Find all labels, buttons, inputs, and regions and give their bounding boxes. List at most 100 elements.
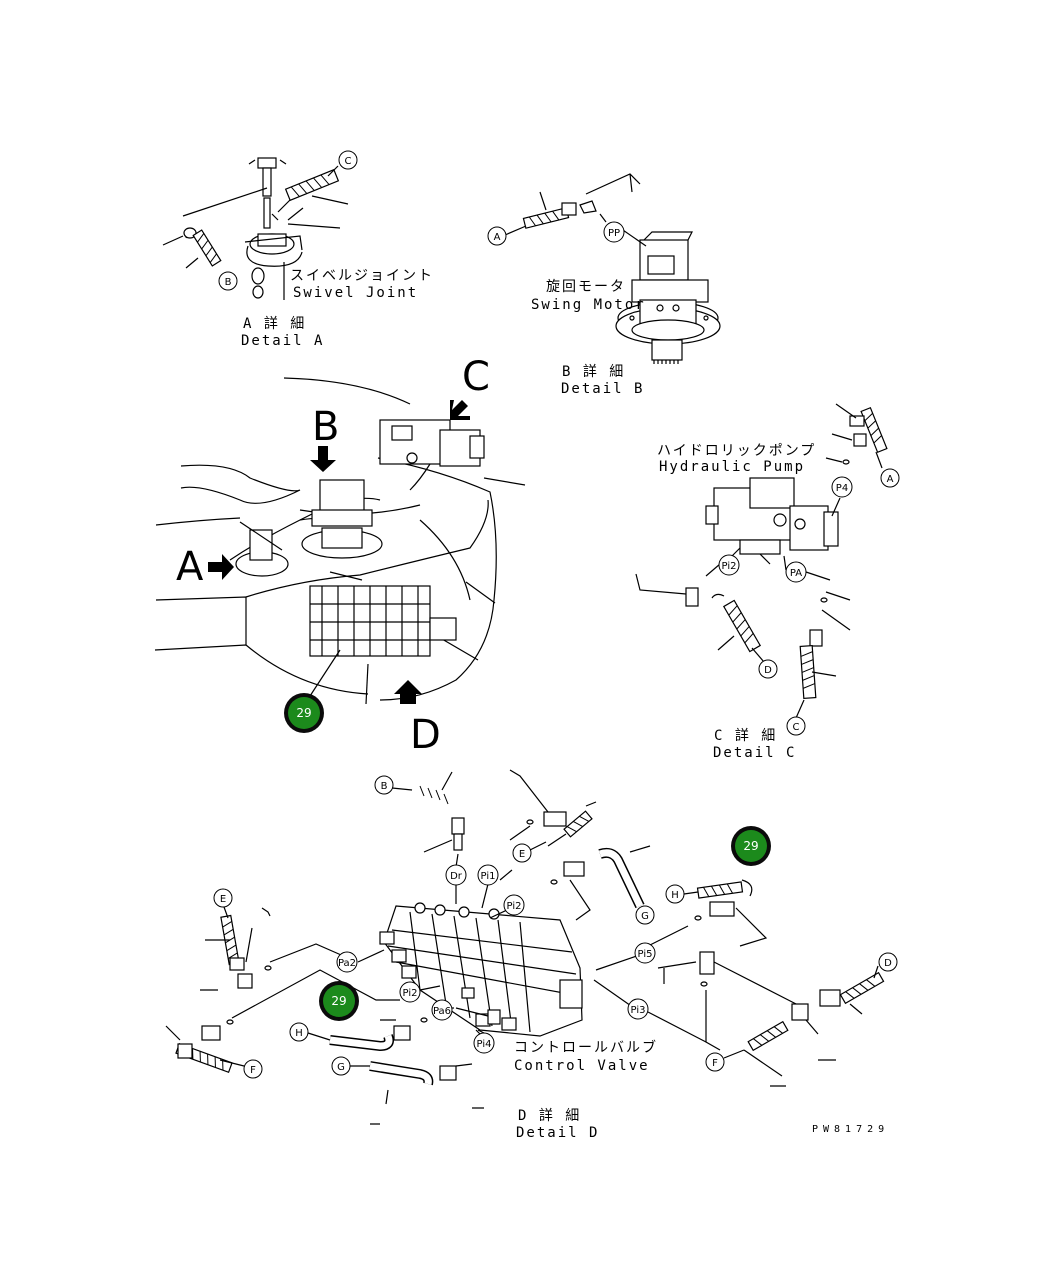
swing-motor-label-en: Swing Motor: [531, 297, 646, 313]
svg-text:A: A: [887, 474, 894, 485]
marker-29-main[interactable]: 29: [284, 693, 324, 733]
svg-text:F: F: [712, 1058, 718, 1069]
callout-c-c: C: [786, 699, 806, 736]
main-control-valve: [309, 571, 457, 657]
marker-29-left[interactable]: 29: [319, 981, 359, 1021]
detail-a-title-jp: A 詳 細: [243, 316, 306, 332]
view-arrow-b: [310, 446, 336, 472]
callout-d-h2: H: [289, 1022, 331, 1042]
detail-c-title-jp: C 詳 細: [714, 728, 777, 744]
callout-c-d: D: [751, 647, 778, 679]
svg-text:F: F: [250, 1065, 256, 1076]
svg-text:H: H: [671, 890, 679, 901]
swing-motor-drawing: [522, 173, 721, 364]
hydraulic-pump-label-en: Hydraulic Pump: [659, 459, 805, 475]
main-pump: [379, 419, 485, 491]
view-arrow-a: [208, 554, 234, 580]
swivel-joint-label-jp: スイベルジョイント: [290, 268, 434, 284]
svg-text:Pi2: Pi2: [403, 988, 418, 999]
detail-d-title-en: Detail D: [516, 1125, 599, 1141]
view-letter-b: B: [312, 404, 339, 450]
svg-text:C: C: [345, 156, 352, 167]
hydraulic-pump-label-jp: ハイドロリックポンプ: [657, 443, 816, 459]
svg-text:G: G: [337, 1062, 345, 1073]
callout-d-d: D: [873, 952, 898, 979]
detail-b-group: A PP 旋回モータ Swing Motor B 詳 細 Detail B: [487, 173, 721, 397]
callout-d-e: E: [512, 841, 547, 863]
svg-text:D: D: [764, 665, 772, 676]
control-valve-label-en: Control Valve: [514, 1058, 650, 1074]
svg-text:Pi2: Pi2: [722, 561, 737, 572]
svg-text:B: B: [381, 781, 388, 792]
svg-text:E: E: [220, 894, 226, 905]
detail-d-group: B E Dr Pi1 Pi2 G H: [165, 769, 898, 1141]
callout-d-pi2b: Pi2: [399, 981, 441, 1003]
callout-a-b: B: [218, 271, 238, 291]
callout-d-pa6: Pa6: [431, 999, 454, 1021]
drawing-number: PW81729: [812, 1124, 889, 1135]
svg-text:Pa6: Pa6: [433, 1006, 451, 1017]
svg-text:PP: PP: [608, 228, 620, 239]
callout-b-a: A: [487, 225, 527, 246]
callout-d-pi2: Pi2: [489, 894, 525, 919]
svg-text:Pi4: Pi4: [477, 1039, 492, 1050]
marker-29-right[interactable]: 29: [731, 826, 771, 866]
detail-c-title-en: Detail C: [713, 745, 796, 761]
control-valve-drawing: [165, 769, 885, 1125]
callout-d-f2: F: [705, 1049, 745, 1072]
svg-text:G: G: [641, 911, 649, 922]
view-letter-a: A: [176, 544, 204, 590]
callout-d-pi5: Pi5: [595, 942, 656, 971]
callout-d-f: F: [219, 1059, 263, 1079]
callout-d-pi1: Pi1: [477, 864, 499, 909]
hydraulic-pump-drawing: [635, 403, 888, 699]
main-swing-motor: [301, 479, 383, 559]
swing-motor-label-jp: 旋回モータ: [546, 279, 626, 295]
callout-d-e2: E: [213, 888, 233, 919]
svg-text:H: H: [295, 1028, 303, 1039]
callout-c-a: A: [875, 451, 900, 488]
svg-text:29: 29: [331, 994, 346, 1008]
swivel-joint-label-en: Swivel Joint: [293, 285, 418, 301]
callout-d-b: B: [374, 775, 413, 795]
detail-d-title-jp: D 詳 細: [518, 1108, 581, 1124]
svg-text:Pi1: Pi1: [481, 871, 496, 882]
callout-d-g2: G: [331, 1056, 370, 1076]
callout-a-c: C: [327, 150, 358, 177]
svg-text:A: A: [494, 232, 501, 243]
main-assembly-view: A B C D 29: [154, 354, 526, 758]
swivel-joint-drawing: [162, 157, 349, 299]
callout-d-h: H: [665, 884, 699, 904]
svg-text:D: D: [884, 958, 892, 969]
callout-d-dr: Dr: [445, 864, 467, 904]
svg-text:29: 29: [743, 839, 758, 853]
view-arrow-d: [394, 680, 422, 704]
view-letter-d: D: [410, 712, 441, 758]
svg-text:Pi5: Pi5: [638, 949, 653, 960]
svg-text:C: C: [793, 722, 800, 733]
callout-d-pa2: Pa2: [336, 949, 385, 973]
svg-text:Pi2: Pi2: [507, 901, 522, 912]
callout-c-p4: P4: [831, 476, 853, 517]
svg-text:29: 29: [296, 706, 311, 720]
detail-a-group: C B スイベルジョイント Swivel Joint A 詳 細 Detail …: [162, 150, 434, 349]
svg-text:PA: PA: [790, 568, 802, 579]
callout-b-pp: PP: [603, 221, 647, 247]
svg-text:Pa2: Pa2: [338, 958, 356, 969]
main-swivel: [235, 521, 289, 577]
detail-a-title-en: Detail A: [241, 333, 324, 349]
callout-d-pi4: Pi4: [473, 1029, 495, 1054]
svg-text:B: B: [225, 277, 232, 288]
callout-d-g: G: [635, 905, 655, 925]
callout-d-pi3: Pi3: [593, 979, 707, 1043]
svg-text:Dr: Dr: [450, 871, 463, 882]
detail-c-group: A P4 Pi2 PA D C ハイドロリックポンプ Hydraulic: [635, 403, 900, 761]
svg-text:E: E: [519, 849, 525, 860]
callout-c-pr2: Pi2: [705, 554, 740, 577]
svg-text:P4: P4: [836, 483, 848, 494]
callout-c-pa: PA: [783, 555, 831, 583]
control-valve-label-jp: コントロールバルブ: [514, 1039, 658, 1056]
detail-b-title-jp: B 詳 細: [562, 364, 625, 380]
view-arrow-c: [450, 400, 470, 420]
